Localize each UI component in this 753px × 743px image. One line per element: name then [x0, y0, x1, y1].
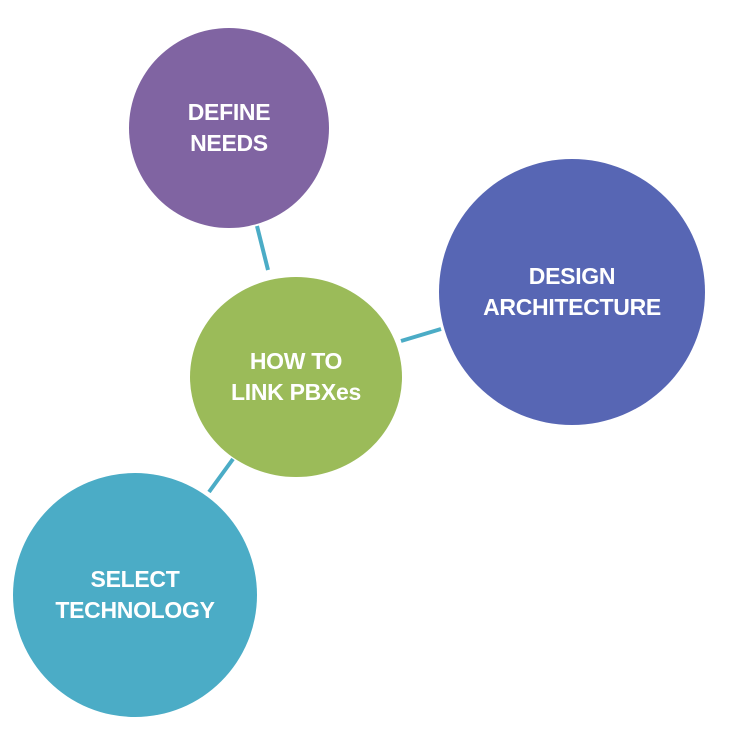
node-center-label: HOW TO LINK PBXes — [231, 346, 361, 408]
node-center-how-to-link: HOW TO LINK PBXes — [190, 277, 402, 477]
node-define-needs: DEFINE NEEDS — [129, 28, 329, 228]
label-line-1: HOW TO — [249, 348, 343, 374]
node-define-needs-label: DEFINE NEEDS — [188, 97, 271, 159]
label-line-1: SELECT — [90, 566, 180, 592]
node-design-architecture-label: DESIGN ARCHITECTURE — [483, 261, 661, 323]
connector-define — [255, 225, 270, 271]
node-design-architecture: DESIGN ARCHITECTURE — [439, 159, 705, 425]
label-line-2: ARCHITECTURE — [483, 294, 661, 320]
label-line-2: NEEDS — [190, 130, 268, 156]
connector-design — [400, 327, 442, 343]
node-select-technology-label: SELECT TECHNOLOGY — [55, 564, 215, 626]
node-select-technology: SELECT TECHNOLOGY — [13, 473, 257, 717]
label-line-1: DESIGN — [528, 263, 616, 289]
label-line-2: LINK PBXes — [231, 379, 361, 405]
connector-select — [207, 457, 235, 494]
label-line-2: TECHNOLOGY — [55, 597, 215, 623]
label-line-1: DEFINE — [187, 99, 271, 125]
